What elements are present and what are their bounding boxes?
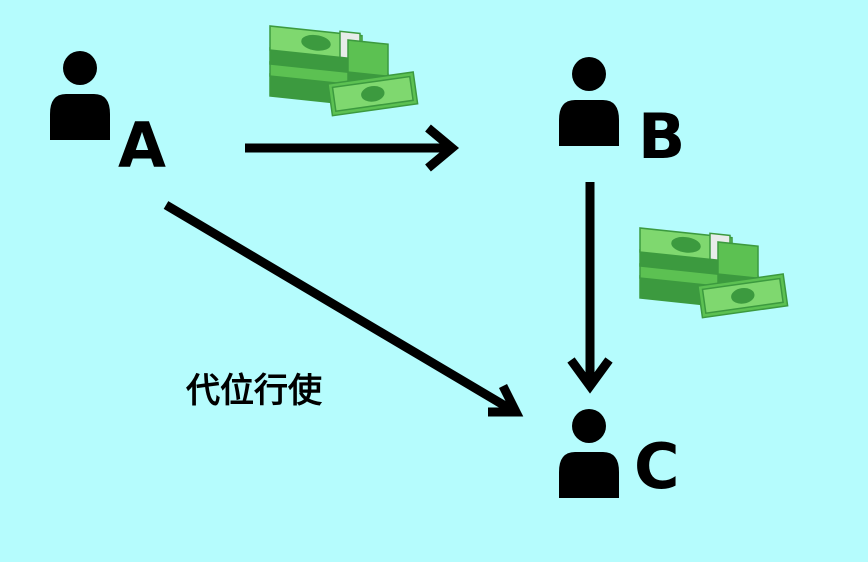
node-label-c: C <box>634 430 680 503</box>
arrow-a-to-c <box>163 201 524 417</box>
node-label-a: A <box>118 109 166 182</box>
node-c: C <box>559 409 680 503</box>
arrow-b-to-c <box>567 182 613 394</box>
edge-label-subrogation: 代位行使 <box>185 371 323 411</box>
node-label-b: B <box>638 100 685 173</box>
node-b: B <box>559 57 685 173</box>
node-a: A <box>50 51 166 182</box>
arrow-a-to-b <box>245 124 460 172</box>
